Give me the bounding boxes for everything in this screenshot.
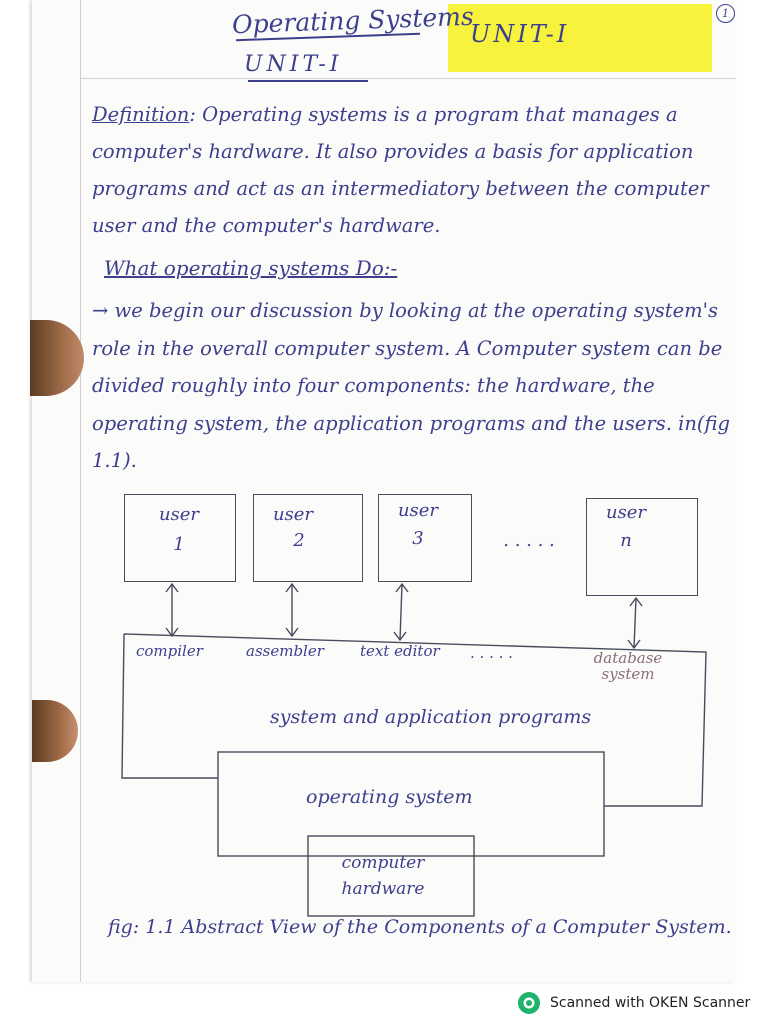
os-layer-label: operating system <box>306 786 473 808</box>
margin-line <box>80 0 81 982</box>
unit-underline <box>248 80 368 82</box>
apps-layer-label: system and application programs <box>270 706 592 728</box>
section-heading: What operating systems Do:- <box>104 256 398 280</box>
program-text-editor: text editor <box>360 642 440 660</box>
user-1-number: 1 <box>173 534 185 555</box>
user-box-3 <box>378 494 472 582</box>
user-n-number: n <box>620 530 632 551</box>
scanner-text: Scanned with OKEN Scanner <box>550 995 751 1011</box>
figure-caption: fig: 1.1 Abstract View of the Components… <box>108 916 732 938</box>
notebook-page <box>32 0 736 982</box>
unit-label: UNIT-I <box>470 20 570 48</box>
program-assembler: assembler <box>246 642 324 660</box>
top-rule <box>80 78 736 79</box>
section-paragraph: → we begin our discussion by looking at … <box>92 299 731 472</box>
scanner-logo-icon <box>518 992 540 1014</box>
user-2-number: 2 <box>293 530 305 551</box>
unit-subtitle: UNIT-I <box>244 52 343 77</box>
page-number: 1 <box>716 4 735 23</box>
definition-paragraph: Definition: Operating systems is a progr… <box>92 96 732 244</box>
scanner-footer: Scanned with OKEN Scanner <box>516 990 750 1016</box>
user-box-n <box>586 498 698 596</box>
program-database-system: database system <box>593 649 663 683</box>
user-box-2 <box>253 494 363 582</box>
user-3-label: user <box>397 500 439 521</box>
users-ellipsis: . . . . . <box>503 530 555 551</box>
user-2-label: user <box>272 504 314 525</box>
user-box-1 <box>124 494 236 582</box>
highlight-mark <box>448 4 712 72</box>
user-n-label: user <box>605 502 647 523</box>
definition-text: : Operating systems is a program that ma… <box>92 103 709 237</box>
program-compiler: compiler <box>136 642 203 660</box>
definition-label: Definition <box>92 103 190 126</box>
hardware-layer-label: computer hardware <box>341 853 425 899</box>
user-1-label: user <box>158 504 200 525</box>
programs-ellipsis: . . . . . <box>470 644 513 662</box>
user-3-number: 3 <box>412 528 424 549</box>
